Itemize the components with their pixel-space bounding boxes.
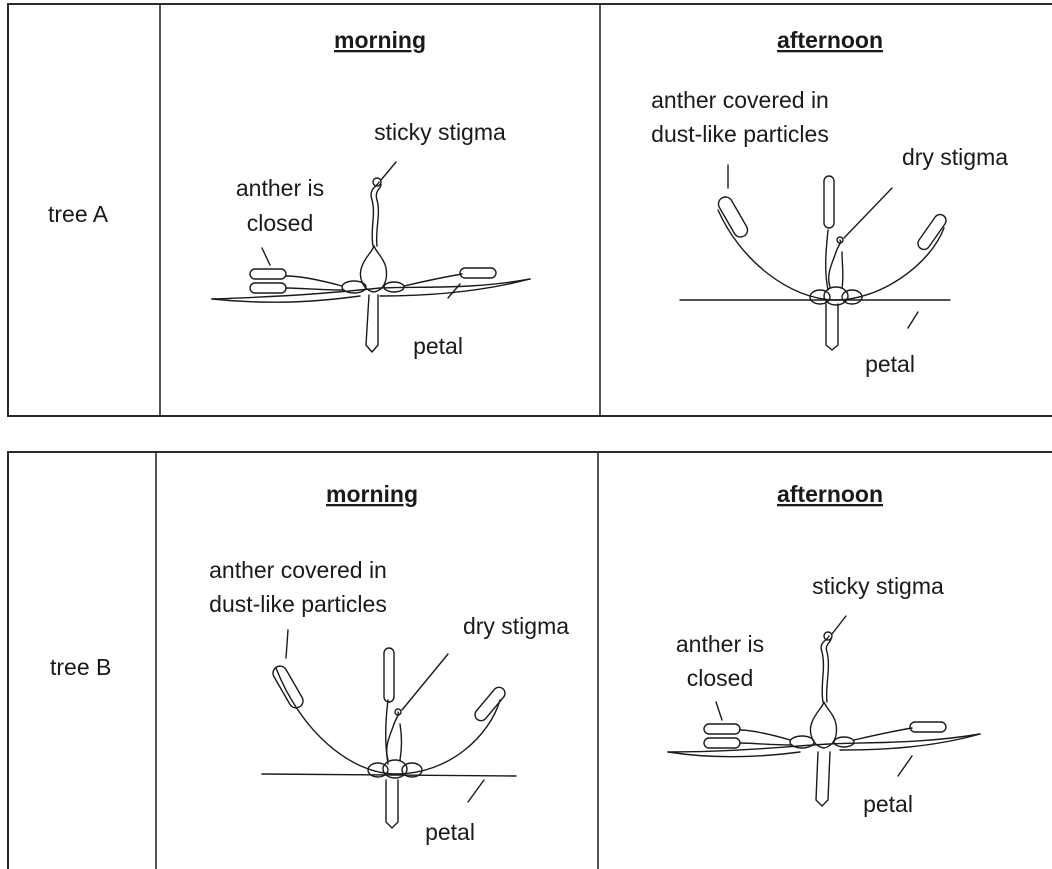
leader-line <box>468 780 484 802</box>
leader-line <box>716 702 722 720</box>
closed-flower-diagram: sticky stigma anther is closed petal <box>668 573 980 817</box>
leader-line <box>844 188 892 238</box>
closed-flower-diagram: sticky stigma anther is closed petal <box>212 119 530 359</box>
anther-label-line1: anther covered in <box>209 557 387 583</box>
anther <box>824 176 834 228</box>
anther-label-line1: anther is <box>236 175 324 201</box>
open-flower-diagram: anther covered in dust-like particles dr… <box>209 557 569 845</box>
petal-label: petal <box>413 333 463 359</box>
ovary <box>361 246 387 292</box>
leader-line <box>262 248 270 265</box>
stigma <box>824 632 832 640</box>
anther <box>910 722 946 732</box>
anther <box>250 283 286 293</box>
column-header-afternoon: afternoon <box>777 481 883 507</box>
anther <box>384 648 394 702</box>
petal-label: petal <box>865 351 915 377</box>
open-flower-diagram: anther covered in dust-like particles dr… <box>651 87 1008 377</box>
petal-outline <box>668 734 980 752</box>
petal-label: petal <box>863 791 913 817</box>
stigma-label: sticky stigma <box>812 573 944 599</box>
stigma-label: dry stigma <box>902 144 1008 170</box>
column-header-morning: morning <box>334 27 426 53</box>
anther <box>704 738 740 748</box>
table-tree-b: tree B morning afternoon anther covered … <box>0 440 1052 869</box>
anther-label-line1: anther is <box>676 631 764 657</box>
anther-label-line2: closed <box>687 665 753 691</box>
flower-stalk <box>826 304 838 350</box>
anther-label-line2: closed <box>247 210 313 236</box>
petal-label: petal <box>425 819 475 845</box>
anther-label-line2: dust-like particles <box>209 591 387 617</box>
flower-stalk <box>386 780 398 828</box>
petal-outline <box>718 210 836 300</box>
leader-line <box>832 616 846 634</box>
stigma-label: sticky stigma <box>374 119 506 145</box>
stigma-label: dry stigma <box>463 613 569 639</box>
anther <box>460 268 496 278</box>
anther <box>704 724 740 734</box>
leader-line <box>908 312 918 328</box>
row-label: tree B <box>50 654 111 680</box>
leader-line <box>286 630 288 658</box>
anther-label-line2: dust-like particles <box>651 121 829 147</box>
flower-stalk <box>816 752 830 806</box>
column-header-morning: morning <box>326 481 418 507</box>
anther <box>270 664 305 711</box>
row-label: tree A <box>48 201 109 227</box>
leader-line <box>402 654 448 710</box>
leader-line <box>898 756 912 776</box>
anther-label-line1: anther covered in <box>651 87 829 113</box>
anther <box>916 212 949 252</box>
table-tree-a: tree A morning afternoon sticky stigma a… <box>0 0 1052 425</box>
anther <box>473 685 508 723</box>
column-header-afternoon: afternoon <box>777 27 883 53</box>
anther <box>250 269 286 279</box>
flower-stalk <box>366 295 378 352</box>
leader-line <box>381 162 396 180</box>
